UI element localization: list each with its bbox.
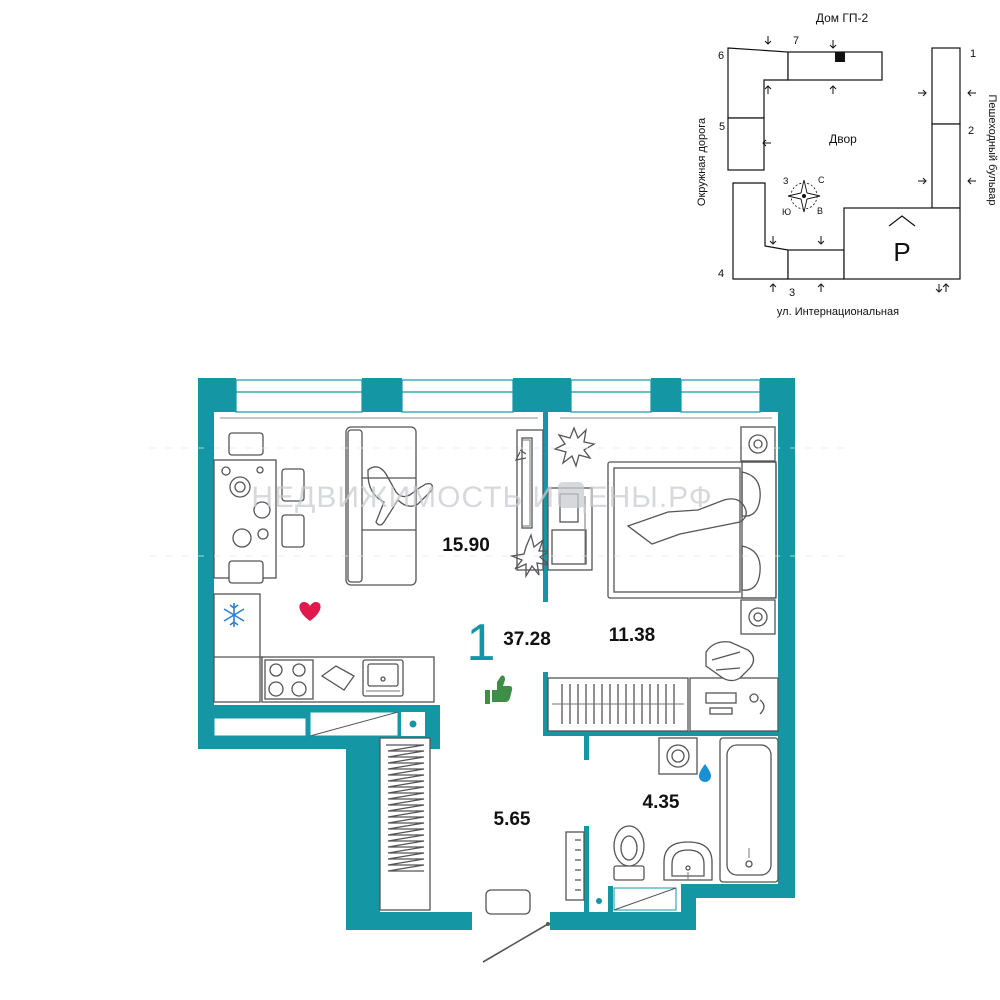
- section-number-2: 2: [968, 125, 974, 137]
- area-bedroom: 11.38: [609, 625, 656, 646]
- area-bathroom: 4.35: [643, 792, 680, 813]
- bath-duct-dot: [596, 898, 602, 904]
- washing-machine: [658, 737, 698, 775]
- street-right-label: Пешеходный бульвар: [986, 95, 998, 206]
- section-number-6: 6: [718, 50, 724, 62]
- building-section-1: [931, 47, 961, 125]
- parking-icon: P: [893, 237, 910, 267]
- plant: [509, 449, 553, 579]
- kitchen-counter: [213, 593, 435, 703]
- water-drop-icon: [699, 764, 711, 782]
- building-section-6: [727, 47, 789, 119]
- section-number-1: 1: [970, 48, 976, 60]
- building-name: Дом ГП-2: [816, 11, 869, 25]
- windows: [235, 379, 761, 413]
- rooms-count: 1: [467, 614, 496, 672]
- snowflake-icon: [223, 603, 245, 627]
- area-living-kitchen: 15.90: [442, 535, 490, 556]
- thumbs-up-icon: [485, 675, 513, 704]
- double-bed: [607, 461, 777, 599]
- compass-south: Ю: [782, 207, 791, 217]
- watermark: НЕДВИЖИМОСТЬ И ЦЕНЫ.РФ: [150, 447, 850, 557]
- duct-dot: [409, 720, 417, 728]
- compass-east: В: [817, 206, 823, 216]
- site-plan: Дом ГП-2 P Двор С З Ю В 1 2 3 4 5: [696, 11, 998, 318]
- street-left-label: Окружная дорога: [696, 117, 708, 206]
- total-area: 37.28: [503, 629, 551, 650]
- bathtub: [719, 737, 779, 883]
- compass-west: З: [783, 176, 788, 186]
- north-arrow-icon: С З Ю В: [782, 175, 825, 217]
- yard-label: Двор: [829, 132, 857, 146]
- wall-niche: [213, 717, 307, 737]
- section-number-4: 4: [718, 268, 724, 280]
- watermark-logo: [558, 482, 584, 508]
- entrance-door: [482, 922, 550, 963]
- sink: [663, 841, 713, 881]
- section-number-5: 5: [719, 121, 725, 133]
- decor-plant: [553, 426, 596, 469]
- building-section-4: [732, 182, 789, 280]
- street-bottom-label: ул. Интернациональная: [777, 306, 899, 318]
- compass-north: С: [818, 175, 825, 185]
- parking-roof-icon: [888, 215, 916, 227]
- nightstand-top: [740, 426, 776, 462]
- bath-ventilation-shaft: [613, 887, 677, 911]
- toilet: [613, 825, 645, 881]
- parking-building: [843, 207, 961, 280]
- ventilation-shaft: [309, 711, 399, 737]
- building-section-3: [787, 249, 845, 280]
- building-section-2: [931, 123, 961, 209]
- section-number-3: 3: [789, 287, 795, 299]
- section-number-7: 7: [793, 35, 799, 47]
- floor-plan: 15.90 11.38 5.65 4.35 1 37.28 НЕДВИЖИМОС…: [150, 378, 850, 963]
- area-hallway: 5.65: [494, 809, 531, 830]
- watermark-text: НЕДВИЖИМОСТЬ И ЦЕНЫ.РФ: [251, 481, 712, 514]
- building-section-5: [727, 117, 765, 171]
- dining-set: [213, 432, 305, 584]
- office-chair: [705, 641, 755, 682]
- sofa: [345, 426, 434, 586]
- wardrobe: [547, 677, 689, 732]
- shoe-rack: [565, 831, 585, 901]
- current-section-marker: [835, 52, 845, 62]
- nightstand-bottom: [740, 599, 776, 635]
- entrance-arrows: [762, 36, 976, 293]
- heart-icon: [299, 602, 321, 621]
- office-desk: [689, 677, 779, 732]
- hallway-wardrobe: [379, 737, 431, 911]
- door-mat: [485, 889, 531, 915]
- walls: [198, 378, 795, 930]
